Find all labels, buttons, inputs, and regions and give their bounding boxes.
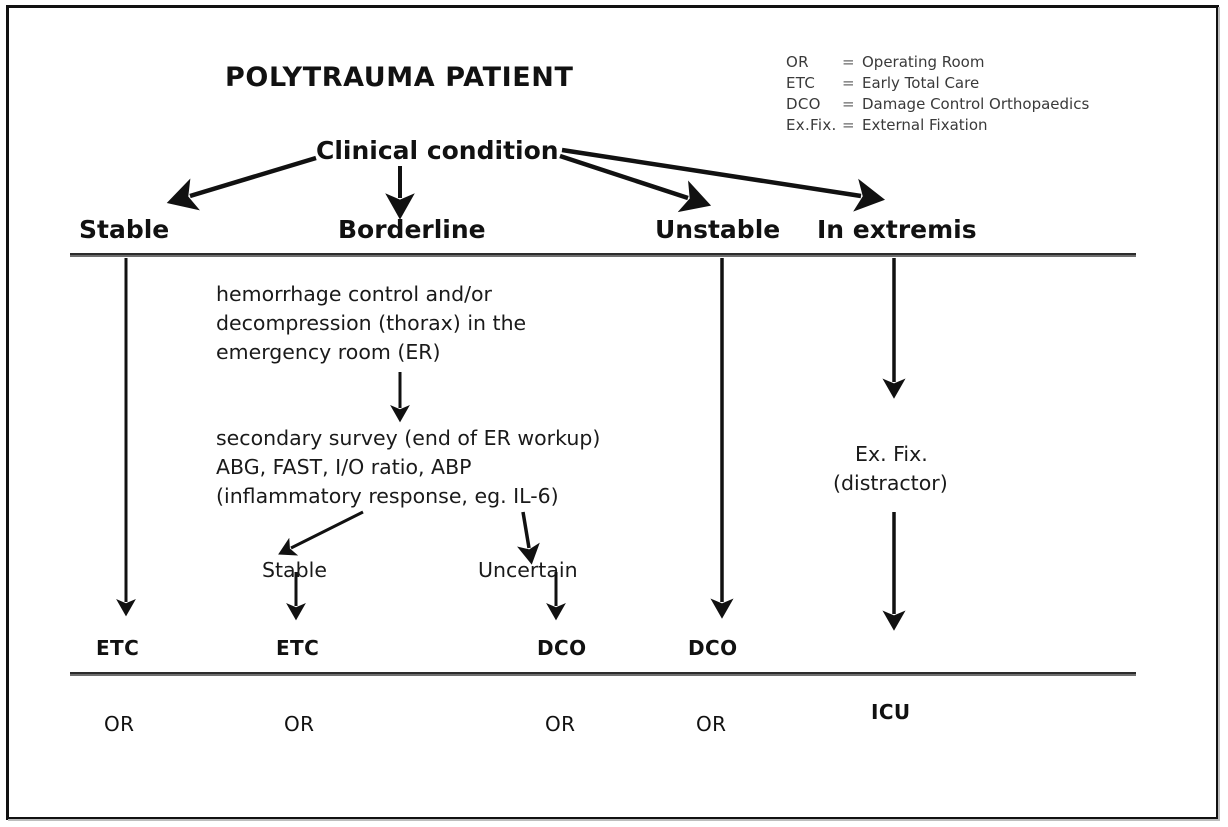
legend-table: OR = Operating Room ETC = Early Total Ca… bbox=[786, 52, 1089, 136]
legend-definition: Damage Control Orthopaedics bbox=[862, 95, 1090, 113]
legend-equals: = bbox=[842, 95, 855, 113]
borderline-step1-line2: decompression (thorax) in the bbox=[216, 311, 527, 335]
legend-definition: Early Total Care bbox=[862, 74, 980, 92]
destination-unstable-or: OR bbox=[696, 712, 727, 736]
outcome-stable-etc: ETC bbox=[96, 636, 140, 660]
column-heading-unstable: Unstable bbox=[655, 215, 781, 244]
borderline-branch-label-stable: Stable bbox=[262, 558, 327, 582]
outcome-borderline-uncertain-dco: DCO bbox=[537, 636, 587, 660]
horizontal-rule-top bbox=[70, 253, 1136, 257]
column-heading-stable: Stable bbox=[79, 215, 170, 244]
destination-borderline-uncertain-or: OR bbox=[545, 712, 576, 736]
borderline-step2-line2: ABG, FAST, I/O ratio, ABP bbox=[216, 455, 472, 479]
outcome-unstable-dco: DCO bbox=[688, 636, 738, 660]
destination-stable-or: OR bbox=[104, 712, 135, 736]
destination-in-extremis-icu: ICU bbox=[871, 700, 911, 724]
outcome-borderline-stable-etc: ETC bbox=[276, 636, 320, 660]
borderline-step2-line1: secondary survey (end of ER workup) bbox=[216, 426, 601, 450]
in-extremis-treatment-line1: Ex. Fix. bbox=[855, 442, 928, 466]
in-extremis-treatment-line2: (distractor) bbox=[833, 471, 948, 495]
legend-abbr: Ex.Fix. bbox=[786, 116, 837, 134]
legend-row: Ex.Fix. = External Fixation bbox=[786, 115, 1089, 136]
legend-row: OR = Operating Room bbox=[786, 52, 1089, 73]
legend-definition: Operating Room bbox=[862, 53, 985, 71]
legend-equals: = bbox=[842, 53, 855, 71]
legend-equals: = bbox=[842, 116, 855, 134]
horizontal-rule-bottom bbox=[70, 672, 1136, 676]
root-node-clinical-condition: Clinical condition bbox=[316, 136, 559, 165]
abbreviation-legend: OR = Operating Room ETC = Early Total Ca… bbox=[786, 52, 1089, 136]
legend-abbr: ETC bbox=[786, 74, 816, 92]
borderline-step2-line3: (inflammatory response, eg. IL-6) bbox=[216, 484, 559, 508]
figure-title: POLYTRAUMA PATIENT bbox=[225, 62, 574, 93]
legend-definition: External Fixation bbox=[862, 116, 988, 134]
borderline-branch-label-uncertain: Uncertain bbox=[478, 558, 578, 582]
legend-abbr: DCO bbox=[786, 95, 821, 113]
borderline-step1-line1: hemorrhage control and/or bbox=[216, 282, 492, 306]
column-heading-borderline: Borderline bbox=[338, 215, 486, 244]
legend-abbr: OR bbox=[786, 53, 809, 71]
legend-equals: = bbox=[842, 74, 855, 92]
column-heading-in-extremis: In extremis bbox=[817, 215, 977, 244]
legend-row: DCO = Damage Control Orthopaedics bbox=[786, 94, 1089, 115]
destination-borderline-stable-or: OR bbox=[284, 712, 315, 736]
figure-border bbox=[6, 5, 1220, 821]
legend-row: ETC = Early Total Care bbox=[786, 73, 1089, 94]
borderline-step1-line3: emergency room (ER) bbox=[216, 340, 441, 364]
